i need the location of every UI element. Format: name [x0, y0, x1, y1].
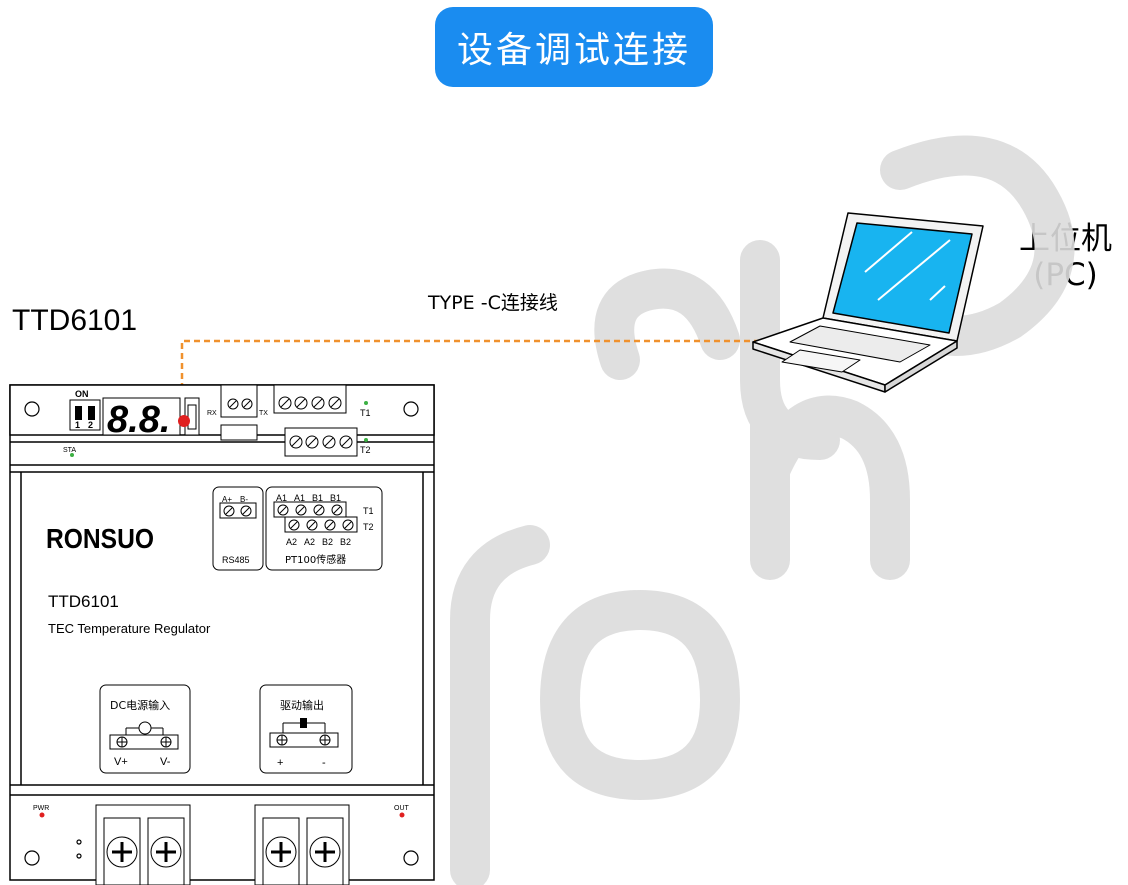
t1-led [364, 401, 368, 405]
device-model-label: TTD6101 [12, 304, 138, 337]
panel-desc: TEC Temperature Regulator [48, 621, 211, 636]
rs485-block: A+ B- RS485 [212, 486, 264, 571]
drive-pin-minus: - [322, 757, 326, 769]
dip-label-2: 2 [88, 420, 93, 430]
panel-model: TTD6101 [48, 592, 119, 611]
pwr-led [39, 812, 45, 818]
rx-tx-connector: RX TX [207, 384, 268, 441]
drive-pin-plus: + [277, 757, 283, 769]
drive-output-block: 驱动输出 + - [259, 684, 353, 774]
page-title: 设备调试连接 [435, 7, 713, 87]
terminal-t2 [284, 427, 358, 457]
brand-logo: RONSUO [46, 523, 154, 554]
pt100-pin-top-3: B1 [330, 493, 341, 503]
pwr-label: PWR [33, 805, 49, 812]
dc-pin-minus: V- [160, 756, 171, 768]
laptop-pc [752, 212, 984, 393]
out-label: OUT [394, 805, 410, 812]
out-led [399, 812, 405, 818]
pt100-pin-bot-2: B2 [322, 537, 333, 547]
pt100-pin-bot-3: B2 [340, 537, 351, 547]
t2-led-label: T2 [360, 445, 371, 455]
drive-output-label: 驱动输出 [280, 698, 324, 712]
dip-on-label: ON [75, 389, 89, 399]
type-c-port [178, 397, 200, 436]
pt100-label: PT100传感器 [285, 553, 346, 566]
dip-switch: ON 1 2 [69, 389, 101, 431]
dc-pin-plus: V+ [114, 756, 128, 768]
device-body [9, 384, 435, 881]
pt100-pin-bot-0: A2 [286, 537, 297, 547]
pt100-pin-top-2: B1 [312, 493, 323, 503]
sta-led [70, 453, 74, 457]
rs485-pin-b: B- [240, 495, 248, 504]
t2-led [364, 438, 368, 442]
cable-label: TYPE -C连接线 [428, 292, 558, 314]
seven-seg-display: 8.8. [102, 397, 181, 441]
pt100-t1-label: T1 [363, 506, 374, 516]
sta-label: STA [63, 447, 76, 454]
rx-label: RX [207, 410, 217, 417]
dc-input-label: DC电源输入 [110, 698, 170, 712]
display-digits: 8.8. [107, 399, 170, 441]
tx-label: TX [259, 410, 268, 417]
pt100-pin-bot-1: A2 [304, 537, 315, 547]
rs485-pin-a: A+ [222, 495, 232, 504]
terminal-t1 [273, 384, 347, 414]
output-terminals [254, 804, 350, 885]
dip-label-1: 1 [75, 420, 80, 430]
mount-holes [24, 401, 419, 866]
pt100-pin-top-0: A1 [276, 493, 287, 503]
pt100-block: A1 A1 B1 B1 T1 T2 A2 A2 B2 B2 PT100传感器 [265, 486, 383, 571]
rs485-label: RS485 [222, 555, 250, 565]
t1-led-label: T1 [360, 408, 371, 418]
pt100-pin-top-1: A1 [294, 493, 305, 503]
power-terminals [95, 804, 191, 885]
pt100-t2-label: T2 [363, 522, 374, 532]
dc-input-block: DC电源输入 V+ V- [99, 684, 191, 774]
